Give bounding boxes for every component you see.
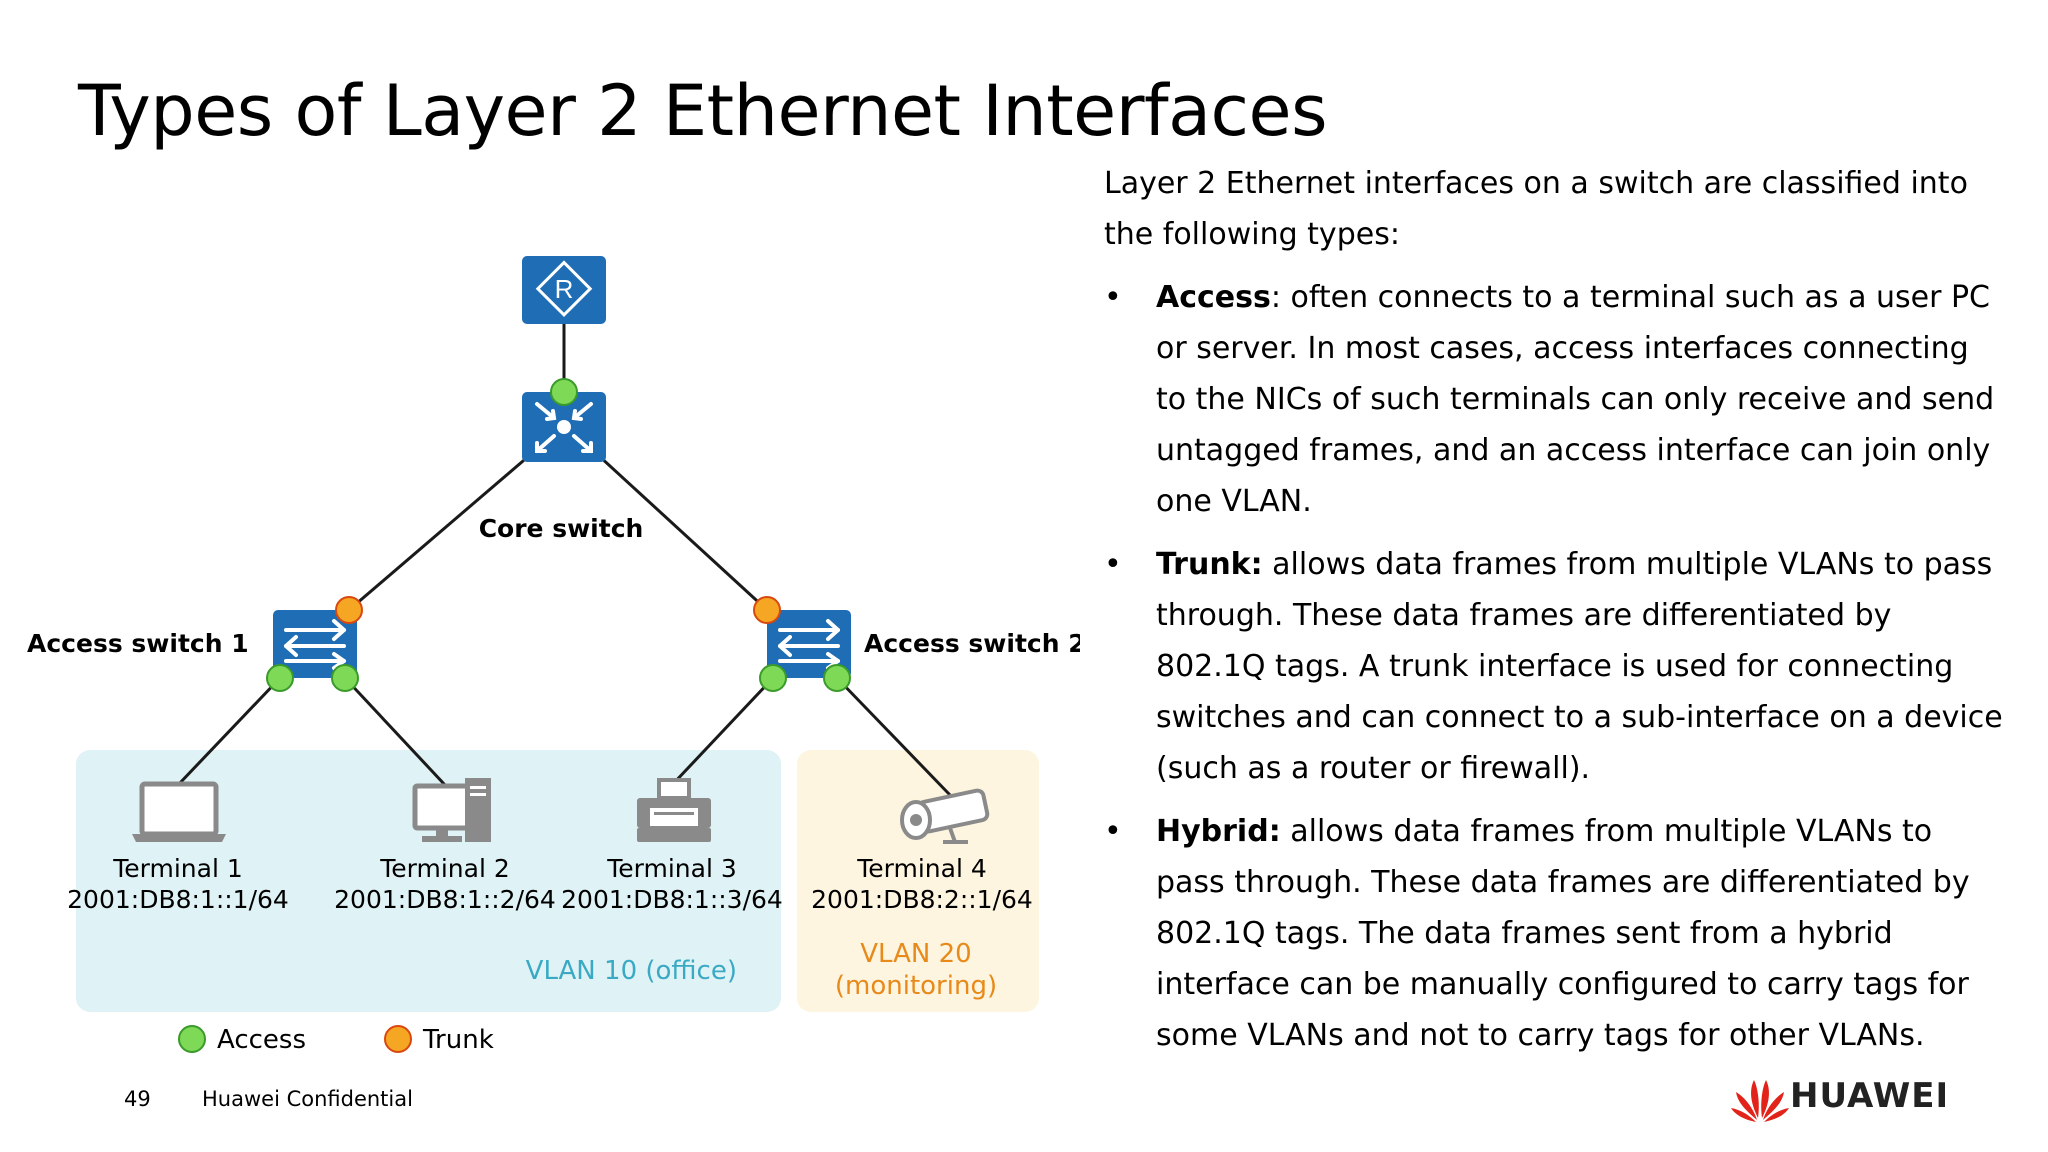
- legend-access-dot: [178, 1025, 206, 1053]
- access-port: [823, 664, 851, 692]
- bullet-trunk: • Trunk: allows data frames from multiple…: [1104, 539, 2004, 794]
- access-switch-2-icon: [767, 610, 851, 678]
- page-number: 49: [124, 1087, 151, 1111]
- confidential-label: Huawei Confidential: [202, 1087, 413, 1111]
- trunk-term: Trunk:: [1156, 547, 1263, 582]
- access-switch-2-label: Access switch 2: [864, 629, 1080, 658]
- huawei-logo: HUAWEI: [1730, 1070, 1960, 1126]
- terminal-2-address: 2001:DB8:1::2/64: [334, 885, 556, 914]
- access-term: Access: [1156, 280, 1271, 315]
- bullet-hybrid: • Hybrid: allows data frames from multipl…: [1104, 806, 2004, 1061]
- bullet-dot: •: [1104, 814, 1122, 849]
- link-access1-terminal1: [176, 676, 282, 787]
- vlan10-zone: [76, 750, 781, 1012]
- access-switch-1-icon: [273, 610, 357, 678]
- trunk-port: [753, 596, 781, 624]
- terminal-4-name: Terminal 4: [856, 854, 987, 883]
- laptop-icon: [132, 781, 226, 842]
- router-letter: R: [555, 274, 574, 304]
- access-port: [550, 378, 578, 406]
- access-port: [266, 664, 294, 692]
- router-icon: R: [522, 256, 606, 324]
- hybrid-description: allows data frames from multiple VLANs t…: [1156, 814, 1970, 1053]
- core-switch-icon: [522, 392, 606, 462]
- link-core-access1: [348, 453, 531, 612]
- description-panel: Layer 2 Ethernet interfaces on a switch …: [1104, 158, 2004, 1073]
- legend: Access Trunk: [178, 1025, 494, 1055]
- hybrid-term: Hybrid:: [1156, 814, 1281, 849]
- desktop-icon: [412, 778, 491, 842]
- camera-icon: [900, 788, 990, 844]
- terminal-1-name: Terminal 1: [112, 854, 243, 883]
- terminal-3-address: 2001:DB8:1::3/64: [561, 885, 783, 914]
- vlan20-label-line2: (monitoring): [835, 971, 997, 1001]
- bullet-dot: •: [1104, 547, 1122, 582]
- access-port: [331, 664, 359, 692]
- interface-type-list: • Access: often connects to a terminal su…: [1104, 272, 2004, 1061]
- legend-trunk-dot: [384, 1025, 412, 1053]
- link-core-access2: [596, 453, 769, 612]
- terminal-4-address: 2001:DB8:2::1/64: [811, 885, 1033, 914]
- link-access1-terminal2: [343, 676, 447, 787]
- network-diagram: R Core switch Access switch 1 Access swi…: [27, 256, 1080, 1055]
- huawei-petals-icon: [1731, 1080, 1789, 1122]
- link-access2-terminal3: [670, 676, 775, 787]
- page-title: Types of Layer 2 Ethernet Interfaces: [78, 70, 1328, 152]
- access-description: : often connects to a terminal such as a…: [1156, 280, 1995, 519]
- vlan10-label: VLAN 10 (office): [526, 956, 737, 986]
- core-switch-label: Core switch: [479, 514, 644, 543]
- link-access2-terminal4: [835, 676, 952, 797]
- terminal-1-address: 2001:DB8:1::1/64: [67, 885, 289, 914]
- legend-access-label: Access: [217, 1025, 306, 1055]
- huawei-wordmark: HUAWEI: [1790, 1076, 1950, 1116]
- intro-text: Layer 2 Ethernet interfaces on a switch …: [1104, 166, 1968, 252]
- legend-trunk-label: Trunk: [422, 1025, 494, 1055]
- terminal-3-name: Terminal 3: [606, 854, 737, 883]
- bullet-access: • Access: often connects to a terminal su…: [1104, 272, 2004, 527]
- vlan20-label-line1: VLAN 20: [860, 939, 971, 969]
- printer-icon: [637, 778, 711, 842]
- access-port: [759, 664, 787, 692]
- ports: [266, 378, 851, 692]
- links: [176, 322, 952, 797]
- access-switch-1-label: Access switch 1: [27, 629, 249, 658]
- trunk-description: allows data frames from multiple VLANs t…: [1156, 547, 2003, 786]
- terminal-2-name: Terminal 2: [379, 854, 510, 883]
- trunk-port: [335, 596, 363, 624]
- bullet-dot: •: [1104, 280, 1122, 315]
